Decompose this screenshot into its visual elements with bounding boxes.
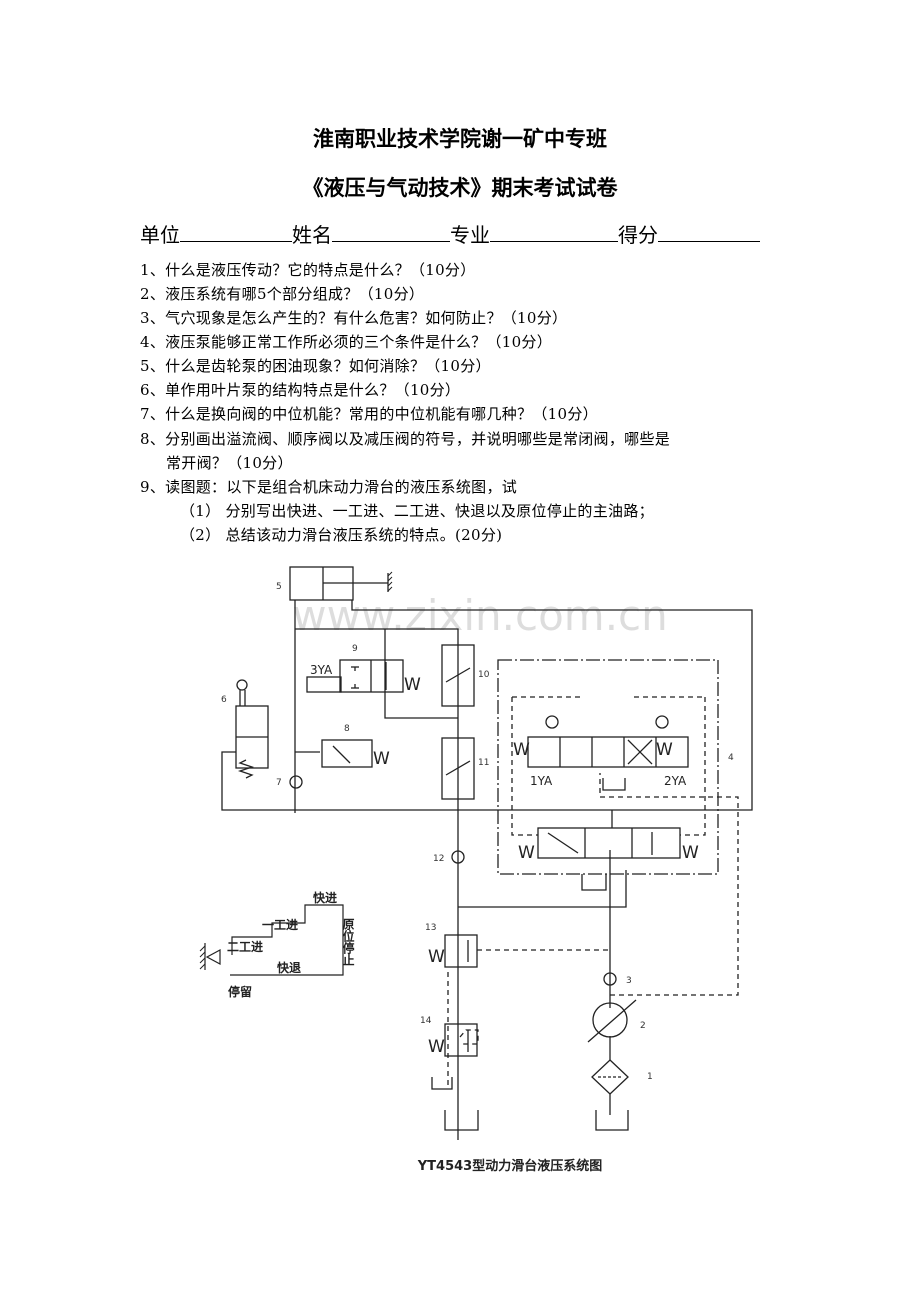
- info-fields: 单位 姓名 专业 得分: [140, 219, 760, 248]
- spring-symbol: W: [656, 740, 673, 760]
- question-8-cont: 常开阀？（10分）: [166, 454, 293, 472]
- solenoid-3ya-label: 3YA: [310, 663, 333, 677]
- school-title: 淮南职业技术学院谢一矿中专班: [313, 127, 607, 151]
- cycle-dwell: 停留: [228, 984, 252, 999]
- hydraulic-cylinder-5: [289, 566, 393, 601]
- field-unit-label: 单位: [140, 223, 180, 247]
- label-13: 13: [425, 923, 436, 933]
- pilot-lines: [447, 773, 739, 1085]
- cycle-home-stop: 原位停止: [341, 918, 355, 966]
- pressure-switch-8: W: [321, 739, 390, 769]
- question-9: 9、读图题：以下是组合机床动力滑台的液压系统图，试: [140, 478, 518, 496]
- spring-symbol: W: [428, 947, 445, 967]
- question-3: 3、气穴现象是怎么产生的？有什么危害？如何防止？（10分）: [140, 309, 568, 327]
- question-1: 1、什么是液压传动？它的特点是什么？（10分）: [140, 261, 476, 279]
- watermark: www.zixin.com.cn: [292, 591, 668, 640]
- back-pressure-valve-14: W: [428, 1023, 478, 1057]
- spring-symbol: W: [513, 740, 530, 760]
- label-14: 14: [420, 1016, 432, 1026]
- solenoid-2ya-label: 2YA: [664, 774, 687, 788]
- work-cycle-diagram: 快进 一工进 二工进 快退 停留 原位停止: [199, 890, 355, 999]
- field-name-blank[interactable]: [332, 219, 450, 242]
- field-major-label: 专业: [450, 223, 490, 247]
- label-7: 7: [276, 778, 282, 788]
- solenoid-1ya-label: 1YA: [530, 774, 553, 788]
- spring-symbol: W: [518, 843, 535, 863]
- label-9: 9: [352, 644, 358, 654]
- question-2: 2、液压系统有哪5个部分组成？（10分）: [140, 285, 425, 303]
- label-8: 8: [344, 724, 350, 734]
- field-score-blank[interactable]: [658, 219, 760, 242]
- label-11: 11: [478, 758, 489, 768]
- spring-symbol: W: [428, 1037, 445, 1057]
- label-10: 10: [478, 670, 490, 680]
- cycle-fast-return: 快退: [277, 960, 301, 975]
- question-7: 7、什么是换向阀的中位机能？常用的中位机能有哪几种？（10分）: [140, 405, 598, 423]
- question-5: 5、什么是齿轮泵的困油现象？如何消除？（10分）: [140, 357, 491, 375]
- spring-symbol: W: [404, 675, 421, 695]
- speed-control-valve-11: [441, 737, 475, 800]
- label-12: 12: [433, 854, 444, 864]
- cycle-work-feed-2: 二工进: [227, 939, 263, 954]
- speed-control-valve-10: [441, 644, 475, 707]
- label-5: 5: [276, 582, 282, 592]
- spring-symbol: W: [682, 843, 699, 863]
- field-name-label: 姓名: [292, 223, 332, 247]
- tanks: [431, 778, 629, 1131]
- figure-caption: YT4543型动力滑台液压系统图: [417, 1158, 602, 1174]
- label-1: 1: [647, 1072, 653, 1082]
- field-unit-blank[interactable]: [180, 219, 292, 242]
- question-9-2: （2） 总结该动力滑台液压系统的特点。(20分): [180, 526, 503, 544]
- filter-1: [591, 1059, 629, 1095]
- field-major-blank[interactable]: [490, 219, 618, 242]
- question-4: 4、液压泵能够正常工作所必须的三个条件是什么？（10分）: [140, 333, 553, 351]
- hydraulic-system-diagram: www.zixin.com.cn 3YA W: [199, 566, 753, 1174]
- sequence-valve-13: W: [428, 934, 478, 968]
- variable-pump-2: [587, 999, 637, 1043]
- check-valve-12: [451, 850, 465, 864]
- field-score-label: 得分: [618, 223, 658, 247]
- question-8: 8、分别画出溢流阀、顺序阀以及减压阀的符号，并说明哪些是常闭阀，哪些是: [140, 430, 671, 448]
- exam-title: 《液压与气动技术》期末考试试卷: [302, 176, 618, 200]
- question-6: 6、单作用叶片泵的结构特点是什么？（10分）: [140, 381, 461, 399]
- label-4: 4: [728, 753, 734, 763]
- travel-valve-6: [235, 679, 269, 779]
- check-valve-7: [289, 775, 303, 789]
- cycle-work-feed-1: 一工进: [262, 917, 298, 932]
- cycle-fast-forward: 快进: [313, 890, 337, 905]
- question-9-1: （1） 分别写出快进、一工进、二工进、快退以及原位停止的主油路；: [180, 502, 654, 520]
- electro-hydraulic-valve-4: 1YA 2YA W W W W: [497, 659, 719, 875]
- spring-symbol: W: [373, 749, 390, 769]
- pipelines: [221, 600, 753, 1140]
- label-6: 6: [221, 695, 227, 705]
- solenoid-valve-9: 3YA W: [306, 659, 421, 695]
- label-3: 3: [626, 976, 632, 986]
- label-2: 2: [640, 1021, 646, 1031]
- component-numbers: 1 2 3 4 5 6 7 8 9 10 11 12 13 14: [221, 582, 734, 1082]
- check-valve-3: [603, 972, 617, 986]
